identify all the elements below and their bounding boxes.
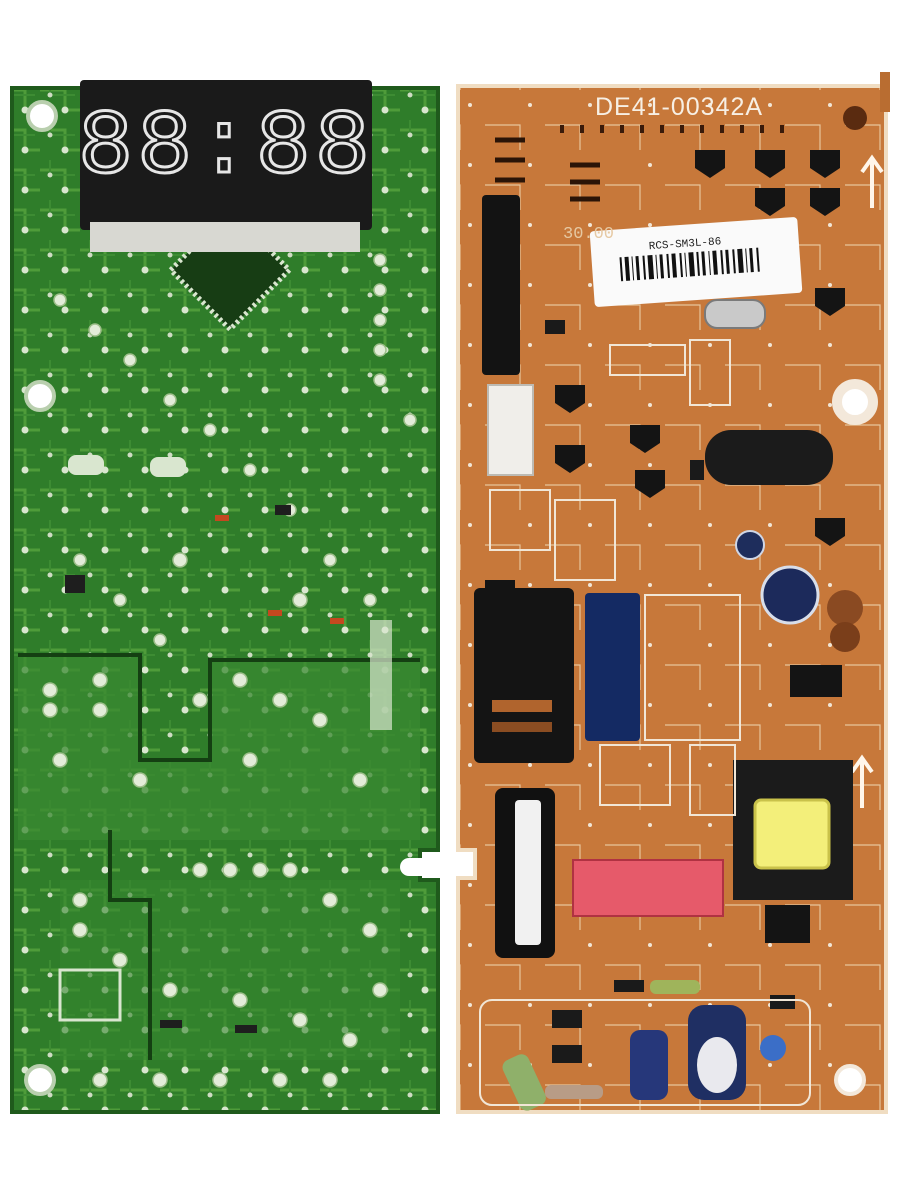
mounting-hole	[832, 379, 878, 425]
solder-side-board: 88:88	[10, 80, 440, 1114]
mounting-hole	[24, 1064, 56, 1096]
barcode-sticker	[589, 217, 803, 307]
mounting-hole	[24, 380, 56, 412]
led-display-module	[80, 80, 372, 230]
white-connector	[487, 384, 534, 476]
printed-number: 30.00	[563, 225, 614, 244]
ribbon-connector	[482, 195, 520, 375]
relay-blue	[585, 593, 640, 741]
mounting-hole	[834, 1064, 866, 1096]
display-digits: 88:88	[78, 95, 374, 200]
choke-coil	[705, 430, 833, 485]
relay-black	[474, 588, 574, 763]
barcode-label-text: RCS-SM3L-86	[648, 236, 721, 253]
pink-connector	[572, 859, 724, 917]
capacitor	[760, 565, 820, 625]
component-side-board: DE41-00342A 30.00 RCS-SM3L-86	[456, 72, 890, 1114]
mounting-hole	[26, 100, 58, 132]
mounting-hole	[843, 106, 867, 130]
part-number: DE41-00342A	[595, 93, 763, 121]
